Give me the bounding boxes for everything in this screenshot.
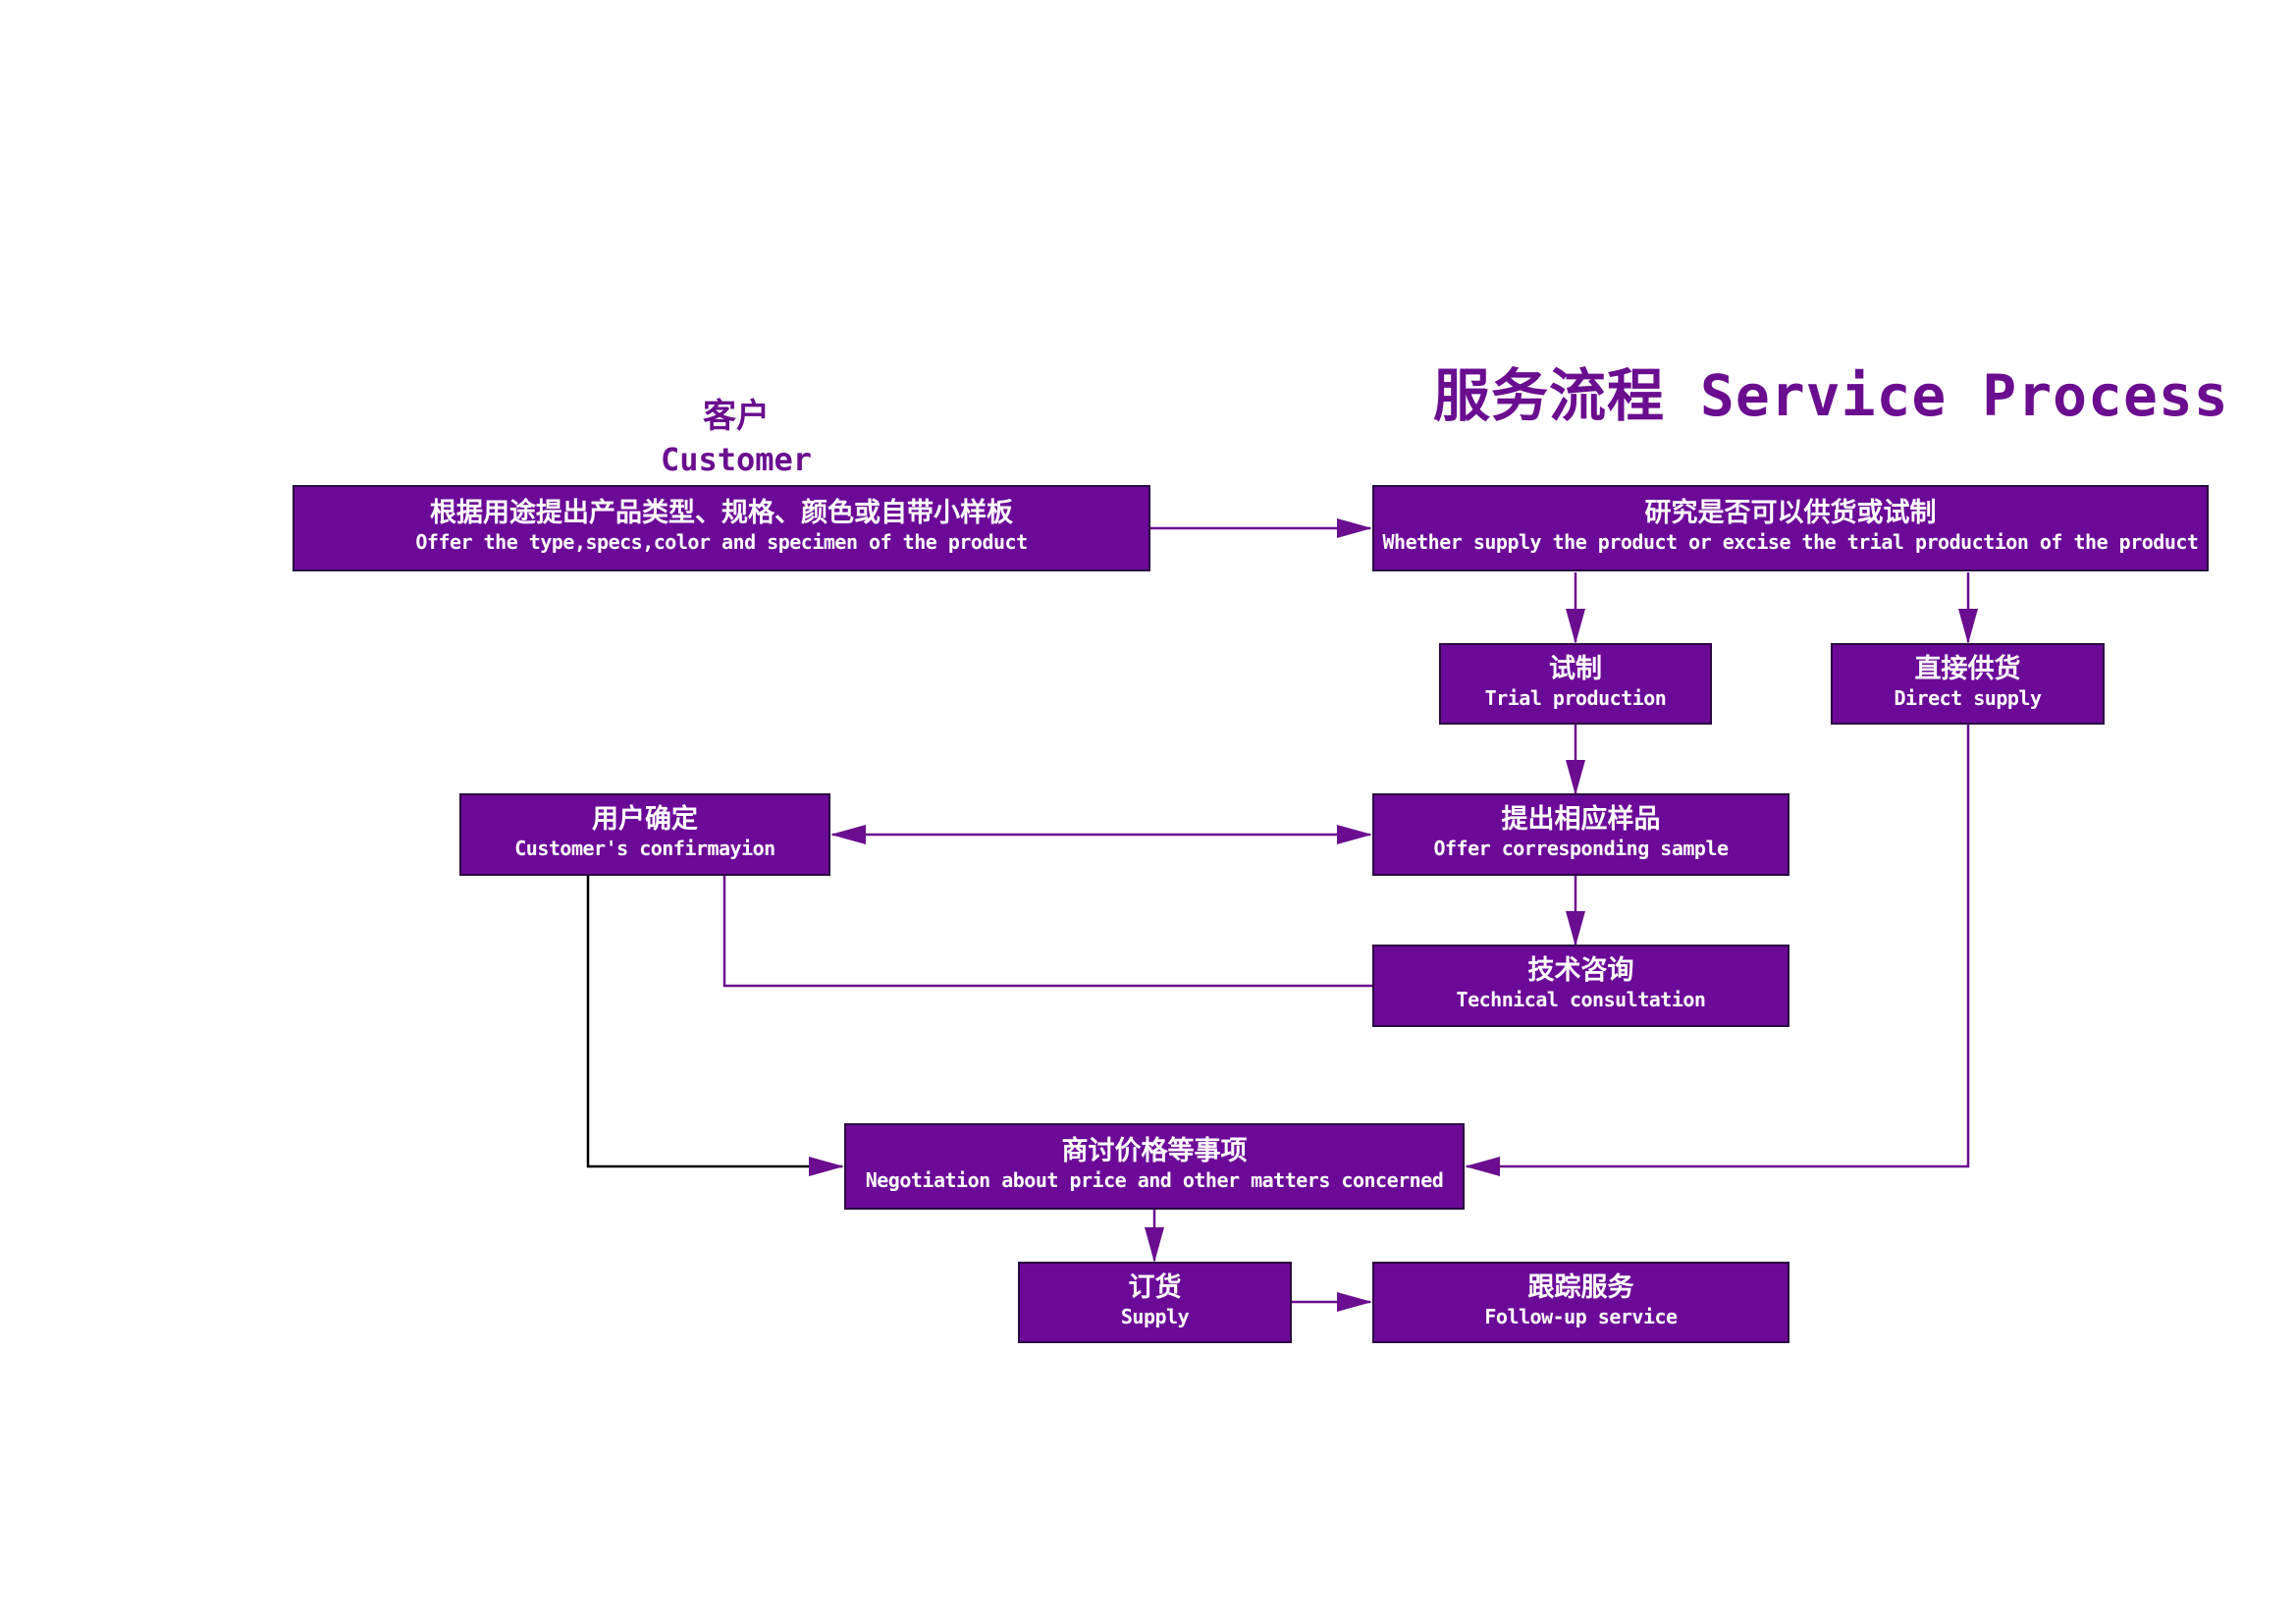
node-trial-zh: 试制 (1549, 653, 1602, 684)
node-follow-zh: 跟踪服务 (1527, 1271, 1634, 1303)
node-research-en: Whether supply the product or excise the… (1382, 530, 2199, 554)
node-trial: 试制 Trial production (1439, 643, 1712, 725)
page-title: 服务流程 Service Process (1433, 362, 2229, 429)
node-trial-en: Trial production (1484, 685, 1667, 710)
node-direct-zh: 直接供货 (1914, 653, 2021, 684)
node-sample-zh: 提出相应样品 (1501, 804, 1661, 835)
node-direct-en: Direct supply (1894, 685, 2042, 710)
node-direct: 直接供货 Direct supply (1831, 643, 2105, 725)
node-supply-zh: 订货 (1128, 1271, 1182, 1303)
node-supply: 订货 Supply (1018, 1262, 1292, 1343)
node-supply-en: Supply (1120, 1304, 1190, 1328)
customer-label-en: Customer (660, 441, 813, 478)
node-offer-zh: 根据用途提出产品类型、规格、颜色或自带小样板 (430, 498, 1013, 528)
node-offer-en: Offer the type,specs,color and specimen … (415, 530, 1028, 554)
node-negotiate-en: Negotiation about price and other matter… (865, 1168, 1444, 1192)
node-sample-en: Offer corresponding sample (1433, 837, 1729, 860)
arrow-direct-to-negotiate (1465, 725, 1970, 1176)
line-consult-to-confirm (722, 876, 1372, 988)
node-confirm: 用户确定 Customer's confirmayion (459, 793, 830, 876)
node-follow: 跟踪服务 Follow-up service (1372, 1262, 1789, 1343)
node-offer: 根据用途提出产品类型、规格、颜色或自带小样板 Offer the type,sp… (293, 485, 1150, 571)
node-negotiate-zh: 商讨价格等事项 (1061, 1136, 1248, 1166)
customer-label-zh: 客户 (703, 397, 770, 436)
node-research: 研究是否可以供货或试制 Whether supply the product o… (1372, 485, 2209, 571)
node-research-zh: 研究是否可以供货或试制 (1644, 498, 1937, 528)
arrow-confirm-to-negotiate (586, 876, 844, 1176)
node-consult-zh: 技术咨询 (1527, 955, 1634, 986)
node-consult-en: Technical consultation (1456, 988, 1706, 1011)
node-negotiate: 商讨价格等事项 Negotiation about price and othe… (844, 1123, 1465, 1210)
customer-label: 客户 Customer (638, 395, 834, 481)
node-confirm-zh: 用户确定 (592, 804, 698, 835)
node-follow-en: Follow-up service (1484, 1304, 1678, 1328)
node-confirm-en: Customer's confirmayion (514, 837, 775, 860)
node-consult: 技术咨询 Technical consultation (1372, 945, 1789, 1027)
node-sample: 提出相应样品 Offer corresponding sample (1372, 793, 1789, 876)
